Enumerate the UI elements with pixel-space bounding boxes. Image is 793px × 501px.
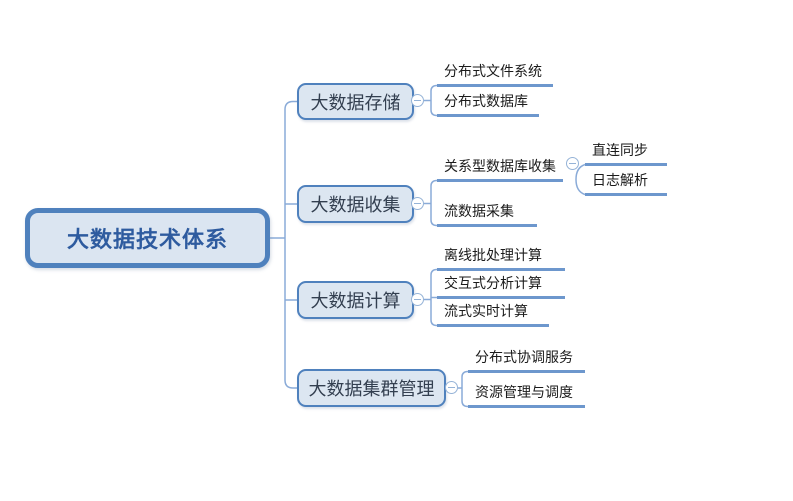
connector-branch-collection xyxy=(424,179,438,227)
connector-root-trunk xyxy=(270,100,297,389)
connector-branch-computing xyxy=(424,268,438,327)
branch-storage[interactable]: 大数据存储 xyxy=(297,83,414,120)
leaf-label: 资源管理与调度 xyxy=(475,384,573,400)
collapse-toggle-relational-minus-icon[interactable] xyxy=(566,157,579,170)
branch-computing-label: 大数据计算 xyxy=(310,291,401,311)
branch-collection[interactable]: 大数据收集 xyxy=(297,185,414,223)
leaf-offline-batch-computing[interactable]: 离线批处理计算 xyxy=(437,244,565,271)
branch-cluster-management[interactable]: 大数据集群管理 xyxy=(297,369,446,407)
connector-branch-cluster xyxy=(458,370,469,408)
leaf-label: 离线批处理计算 xyxy=(444,247,542,263)
connector-branch-storage xyxy=(424,84,438,117)
branch-cluster-management-label: 大数据集群管理 xyxy=(308,379,435,399)
leaf-label: 流数据采集 xyxy=(444,203,514,219)
root-topic-label: 大数据技术体系 xyxy=(66,227,228,252)
leaf-log-parsing[interactable]: 日志解析 xyxy=(585,169,667,196)
leaf-label: 直连同步 xyxy=(592,142,648,158)
leaf-label: 分布式数据库 xyxy=(444,93,528,109)
leaf-direct-sync[interactable]: 直连同步 xyxy=(585,139,667,166)
leaf-label: 关系型数据库收集 xyxy=(444,158,556,174)
leaf-label: 分布式文件系统 xyxy=(444,63,542,79)
leaf-distributed-database[interactable]: 分布式数据库 xyxy=(437,90,539,117)
collapse-toggle-computing-minus-icon[interactable] xyxy=(411,293,424,306)
collapse-toggle-cluster-minus-icon[interactable] xyxy=(445,381,458,394)
branch-computing[interactable]: 大数据计算 xyxy=(297,281,414,319)
leaf-label: 日志解析 xyxy=(592,172,648,188)
leaf-label: 分布式协调服务 xyxy=(475,349,573,365)
collapse-toggle-storage-minus-icon[interactable] xyxy=(411,94,424,107)
leaf-resource-management-scheduling[interactable]: 资源管理与调度 xyxy=(468,381,585,408)
leaf-label: 交互式分析计算 xyxy=(444,275,542,291)
leaf-relational-db-collection[interactable]: 关系型数据库收集 xyxy=(437,155,563,182)
connector-subleaf-bracket xyxy=(575,163,586,196)
leaf-interactive-analysis-computing[interactable]: 交互式分析计算 xyxy=(437,272,565,299)
branch-collection-label: 大数据收集 xyxy=(310,195,401,215)
leaf-distributed-file-system[interactable]: 分布式文件系统 xyxy=(437,60,553,87)
root-topic[interactable]: 大数据技术体系 xyxy=(25,208,270,268)
branch-storage-label: 大数据存储 xyxy=(310,92,401,113)
leaf-stream-data-collection[interactable]: 流数据采集 xyxy=(437,200,537,227)
leaf-stream-realtime-computing[interactable]: 流式实时计算 xyxy=(437,300,549,327)
collapse-toggle-collection-minus-icon[interactable] xyxy=(411,197,424,210)
leaf-label: 流式实时计算 xyxy=(444,303,528,319)
leaf-distributed-coordination-service[interactable]: 分布式协调服务 xyxy=(468,346,585,373)
